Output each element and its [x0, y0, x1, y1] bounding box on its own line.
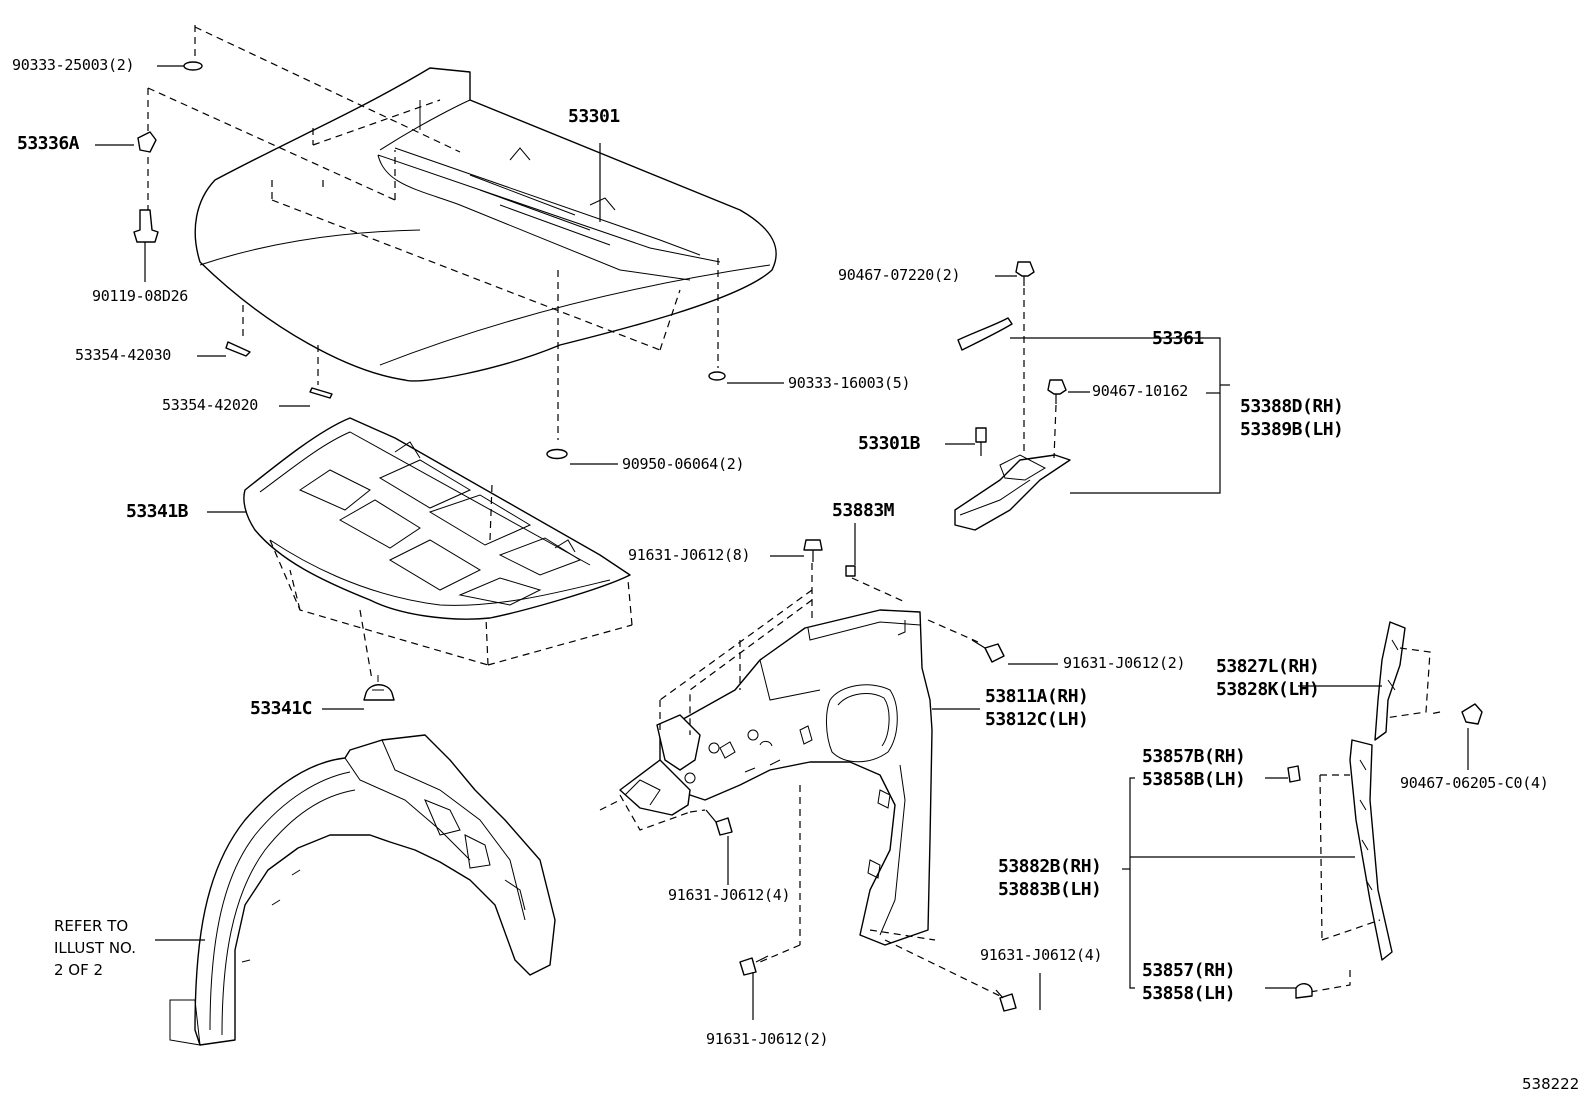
seal-bracket-leader	[1129, 777, 1135, 989]
label-53883B[interactable]: 53883B(LH)	[998, 879, 1102, 900]
label-90467-06205[interactable]: 90467-06205-C0(4)	[1400, 774, 1549, 792]
label-53336A[interactable]: 53336A	[17, 133, 80, 154]
label-90467-10162[interactable]: 90467-10162	[1092, 382, 1189, 400]
label-53341C[interactable]: 53341C	[250, 698, 313, 719]
label-53811A[interactable]: 53811A(RH)	[985, 686, 1089, 707]
seal-53882B[interactable]	[1287, 739, 1393, 999]
label-90333-25003[interactable]: 90333-25003(2)	[12, 56, 135, 74]
front-fender[interactable]	[619, 609, 933, 946]
fender-liner[interactable]	[169, 734, 556, 1046]
hood-insulator[interactable]	[243, 417, 631, 620]
bracket-hardware	[975, 261, 1067, 459]
label-53301B[interactable]: 53301B	[858, 433, 921, 454]
label-53354-42030[interactable]: 53354-42030	[75, 346, 172, 364]
label-53858B[interactable]: 53858B(LH)	[1142, 769, 1246, 790]
label-90950-06064[interactable]: 90950-06064(2)	[622, 455, 745, 473]
fender-fasteners	[705, 539, 1017, 1012]
label-53354-42020[interactable]: 53354-42020	[162, 396, 259, 414]
label-91631-J0612-2a[interactable]: 91631-J0612(2)	[1063, 654, 1186, 672]
leader-lines	[95, 65, 1469, 1020]
label-90333-16003[interactable]: 90333-16003(5)	[788, 374, 911, 392]
refer-note-line3: 2 OF 2	[54, 961, 104, 979]
label-53301[interactable]: 53301	[568, 106, 620, 127]
label-90467-07220[interactable]: 90467-07220(2)	[838, 266, 961, 284]
hood-guide-lines	[147, 25, 719, 440]
label-53341B[interactable]: 53341B	[126, 501, 189, 522]
label-53389B[interactable]: 53389B(LH)	[1240, 419, 1344, 440]
diagram-code: 538222	[1522, 1075, 1580, 1093]
label-91631-J0612-8[interactable]: 91631-J0612(8)	[628, 546, 751, 564]
hood-hardware	[133, 61, 726, 460]
fender-guide-lines	[599, 563, 1001, 997]
label-53882B[interactable]: 53882B(RH)	[998, 856, 1102, 877]
clip-53341C	[363, 675, 395, 701]
fender-seal-53361[interactable]	[957, 317, 1013, 351]
refer-note-line2: ILLUST NO.	[54, 939, 137, 957]
label-53858[interactable]: 53858(LH)	[1142, 983, 1236, 1004]
label-53812C[interactable]: 53812C(LH)	[985, 709, 1089, 730]
label-53857B[interactable]: 53857B(RH)	[1142, 746, 1246, 767]
label-90119-08D26[interactable]: 90119-08D26	[92, 287, 189, 305]
label-91631-J0612-4a[interactable]: 91631-J0612(4)	[668, 886, 791, 904]
insulator-guide-lines	[269, 484, 633, 681]
seal-53827L[interactable]	[1374, 621, 1483, 741]
label-53388D[interactable]: 53388D(RH)	[1240, 396, 1344, 417]
label-53361[interactable]: 53361	[1152, 328, 1204, 349]
label-53883M[interactable]: 53883M	[832, 500, 895, 521]
bracket-53388D[interactable]	[954, 454, 1071, 531]
label-53827L[interactable]: 53827L(RH)	[1216, 656, 1320, 677]
label-53857[interactable]: 53857(RH)	[1142, 960, 1236, 981]
bracket-bracket-leader	[1010, 337, 1221, 494]
refer-note-line1: REFER TO	[54, 917, 129, 935]
label-91631-J0612-2b[interactable]: 91631-J0612(2)	[706, 1030, 829, 1048]
hood-panel[interactable]	[194, 67, 777, 382]
label-91631-J0612-4b[interactable]: 91631-J0612(4)	[980, 946, 1103, 964]
label-53828K[interactable]: 53828K(LH)	[1216, 679, 1320, 700]
